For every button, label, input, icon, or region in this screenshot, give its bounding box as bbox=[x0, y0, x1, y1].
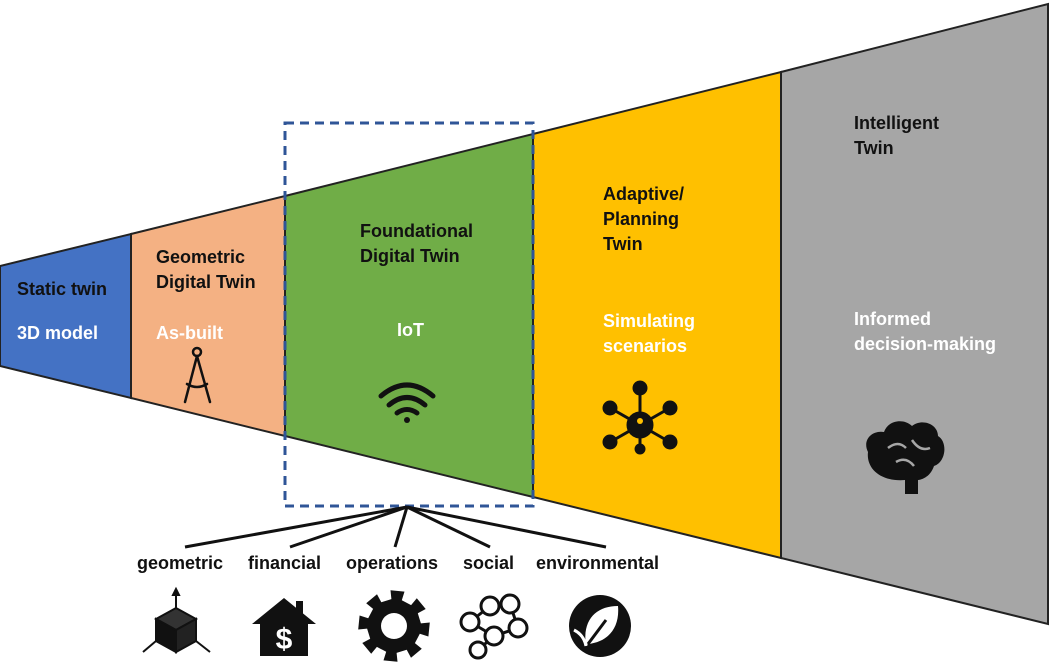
stage-foundational-title: Foundational Digital Twin bbox=[360, 221, 473, 266]
segment-geometric-twin bbox=[130, 194, 286, 438]
stage-static-title: Static twin bbox=[17, 279, 108, 299]
stage-static-subtitle: 3D model bbox=[17, 323, 99, 343]
category-social-label: social bbox=[463, 553, 515, 573]
category-financial-label: financial bbox=[248, 553, 322, 573]
wifi-icon bbox=[378, 382, 436, 423]
gear-hole bbox=[381, 613, 407, 639]
drafting-compass-icon bbox=[183, 346, 212, 404]
svg-text:$: $ bbox=[276, 623, 293, 656]
people-network-icon bbox=[459, 593, 529, 660]
stage-geometric-subtitle: As-built bbox=[156, 323, 223, 343]
stage-geometric-title: Geometric Digital Twin bbox=[156, 247, 256, 292]
stage-intelligent-title: Intelligent Twin bbox=[854, 113, 939, 158]
category-connector-lines bbox=[184, 505, 607, 549]
segment-static-twin bbox=[0, 232, 132, 400]
stage-intelligent-subtitle: Informed decision-making bbox=[854, 309, 997, 354]
brain-icon bbox=[866, 421, 945, 494]
stage-adaptive-title: Adaptive/ Planning Twin bbox=[603, 184, 685, 254]
gear-icon bbox=[358, 590, 430, 662]
network-hub-icon bbox=[602, 380, 678, 455]
cube-icon bbox=[142, 586, 211, 654]
segment-foundational-twin bbox=[284, 132, 534, 499]
leaf-icon bbox=[569, 595, 631, 657]
category-environmental-label: environmental bbox=[536, 553, 660, 573]
stage-foundational-subtitle: IoT bbox=[397, 320, 424, 340]
house-dollar-icon: $ bbox=[252, 598, 316, 656]
stage-adaptive-subtitle: Simulating scenarios bbox=[603, 311, 696, 356]
segment-intelligent-twin bbox=[780, 2, 1049, 626]
category-geometric-label: geometric bbox=[137, 553, 224, 573]
category-operations-label: operations bbox=[346, 553, 439, 573]
